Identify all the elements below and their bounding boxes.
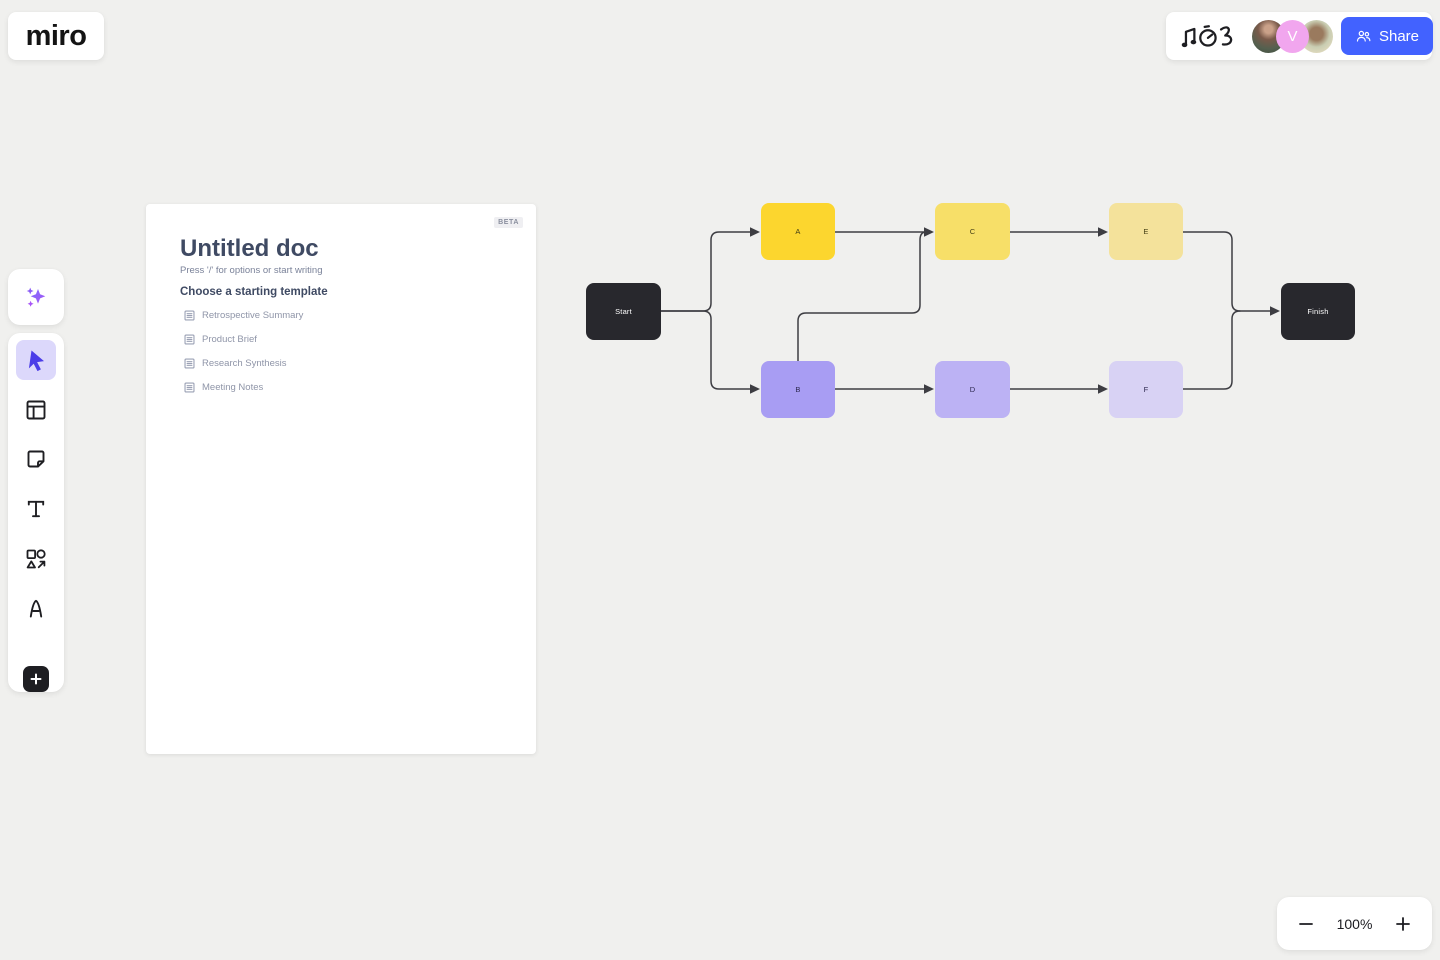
flow-edge-e-finish[interactable]: [1182, 231, 1271, 312]
doc-title[interactable]: Untitled doc: [180, 235, 319, 262]
flow-edge-start-b[interactable]: [660, 310, 751, 390]
minus-icon: [1299, 922, 1313, 925]
template-item-label: Product Brief: [202, 333, 257, 345]
template-item-label: Meeting Notes: [202, 381, 264, 393]
shapes-tool-button[interactable]: [16, 539, 56, 579]
template-item-retrospective-summary[interactable]: Retrospective Summary: [180, 303, 303, 327]
zoom-out-button[interactable]: [1289, 907, 1323, 941]
templates-list: Retrospective Summary Product Brief Rese…: [180, 303, 303, 399]
select-tool-button[interactable]: [16, 340, 56, 380]
avatar-initial: V: [1287, 27, 1298, 45]
zoom-controls: 100%: [1277, 897, 1432, 950]
pen-tool-button[interactable]: [16, 589, 56, 629]
avatar[interactable]: V: [1276, 19, 1309, 53]
ai-assist-button[interactable]: [16, 277, 56, 317]
template-item-label: Retrospective Summary: [202, 309, 304, 321]
plus-icon: [30, 673, 42, 685]
template-item-label: Research Synthesis: [202, 357, 287, 369]
collaborator-avatars: V: [1252, 19, 1333, 53]
share-button-label: Share: [1378, 27, 1419, 45]
template-item-meeting-notes[interactable]: Meeting Notes: [180, 375, 303, 399]
pen-icon: [29, 600, 43, 618]
templates-heading: Choose a starting template: [180, 286, 328, 298]
template-item-product-brief[interactable]: Product Brief: [180, 327, 303, 351]
doc-panel[interactable]: BETA Untitled doc Press '/' for options …: [146, 204, 536, 754]
template-item-research-synthesis[interactable]: Research Synthesis: [180, 351, 303, 375]
document-icon: [184, 381, 195, 393]
sticky-note-tool-button[interactable]: [16, 439, 56, 479]
add-tool-button[interactable]: [23, 666, 49, 693]
flow-node-a[interactable]: A: [761, 203, 835, 260]
flow-node-finish[interactable]: Finish: [1281, 283, 1355, 340]
flow-node-c[interactable]: C: [935, 203, 1010, 260]
plus-icon: [1396, 916, 1410, 931]
flow-edge-start-a[interactable]: [660, 231, 751, 312]
ai-assist-card: [8, 269, 64, 325]
music-note-timer-doodle-icon: [1181, 25, 1233, 48]
flow-node-d[interactable]: D: [935, 361, 1010, 418]
text-icon: [27, 500, 45, 518]
document-icon: [184, 309, 195, 321]
shapes-icon: [26, 549, 46, 569]
miro-logo: miro: [25, 19, 87, 52]
share-button[interactable]: Share: [1341, 17, 1433, 55]
flow-node-f[interactable]: F: [1109, 361, 1183, 418]
flow-node-b[interactable]: B: [761, 361, 835, 418]
beta-badge: BETA: [494, 217, 523, 228]
flow-node-start[interactable]: Start: [586, 283, 661, 340]
doc-subtitle: Press '/' for options or start writing: [180, 265, 323, 276]
frames-tool-button[interactable]: [16, 390, 56, 430]
flow-node-e[interactable]: E: [1109, 203, 1183, 260]
people-icon: [1356, 30, 1371, 42]
document-icon: [184, 333, 195, 345]
topbar: V Share: [1166, 12, 1433, 60]
document-icon: [184, 357, 195, 369]
flow-edge-f-finish[interactable]: [1182, 310, 1241, 390]
toolbar: [8, 333, 64, 693]
app-logo-card[interactable]: miro: [8, 12, 104, 60]
cursor-icon: [28, 350, 44, 371]
sticky-note-icon: [27, 450, 45, 468]
zoom-level[interactable]: 100%: [1336, 915, 1373, 932]
frames-icon: [26, 400, 46, 419]
text-tool-button[interactable]: [16, 489, 56, 529]
ai-sparkle-icon: [26, 287, 46, 307]
zoom-in-button[interactable]: [1386, 907, 1420, 941]
